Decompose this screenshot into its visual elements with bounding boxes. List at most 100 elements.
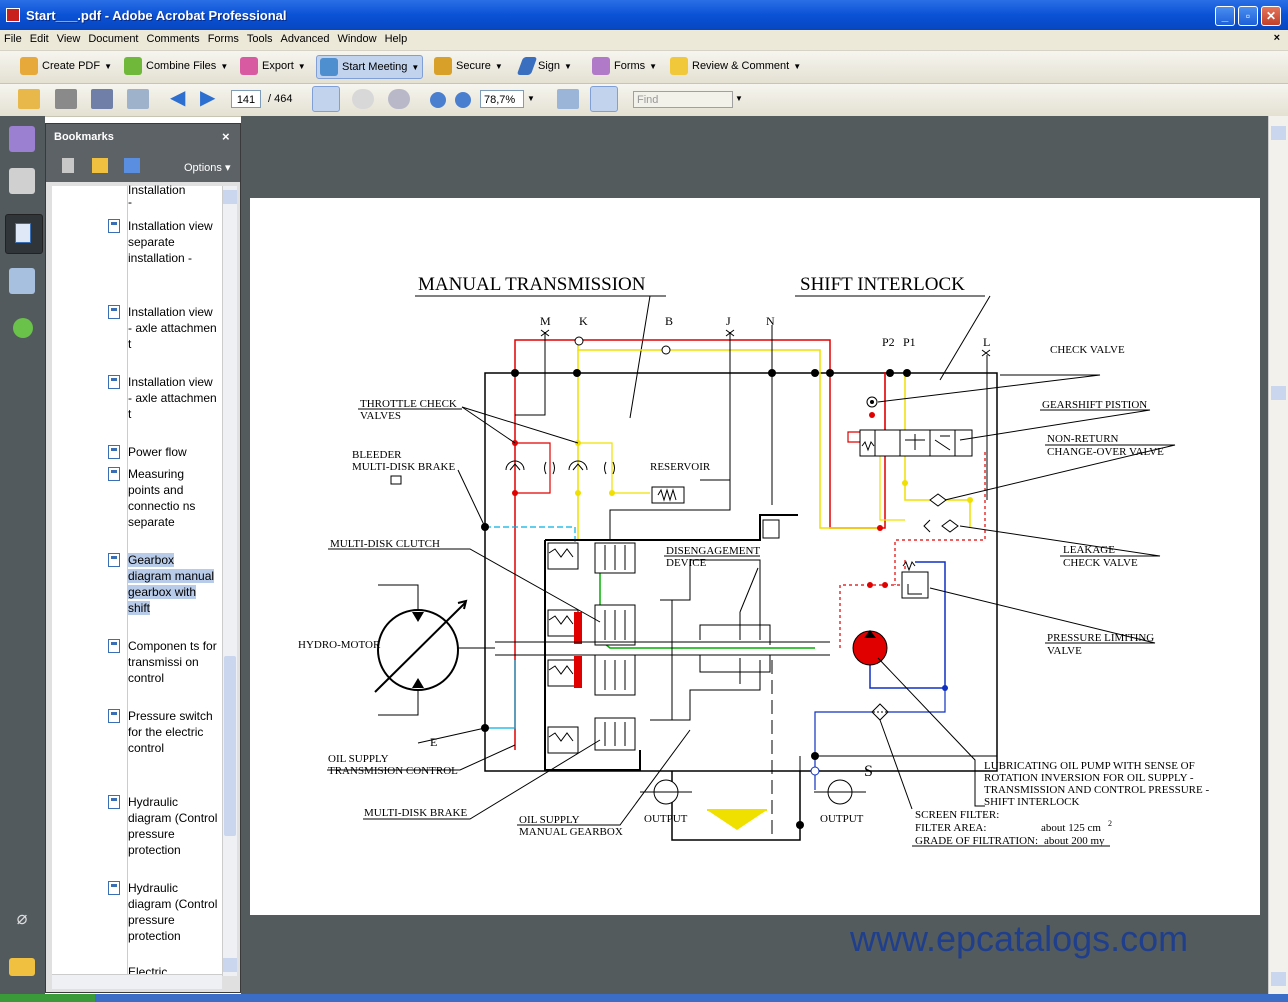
comments-icon[interactable]	[9, 958, 35, 976]
menu-comments[interactable]: Comments	[146, 33, 200, 45]
bookmark-item[interactable]: Hydraulic diagram (Control pressure prot…	[108, 794, 218, 858]
bookmark-item[interactable]: Measuring points and connectio ns separa…	[108, 466, 218, 530]
fit-page-icon[interactable]	[590, 86, 618, 112]
zoom-out-icon[interactable]	[430, 92, 446, 108]
zoom-dropdown-icon[interactable]: ▼	[527, 94, 535, 103]
scroll-thumb[interactable]	[224, 656, 236, 836]
svg-text:about 125 cm: about 125 cm	[1041, 822, 1101, 834]
menu-forms[interactable]: Forms	[207, 33, 239, 45]
delete-bookmark-icon[interactable]	[62, 158, 74, 173]
print-icon[interactable]	[55, 89, 77, 109]
fit-width-icon[interactable]	[557, 89, 579, 109]
combine-files-button[interactable]: Combine Files▼	[124, 55, 228, 77]
port-e-label: E	[430, 735, 437, 749]
bookmarks-scrollbar[interactable]	[222, 186, 237, 976]
pages-icon[interactable]	[9, 126, 35, 152]
save-icon[interactable]	[91, 89, 113, 109]
svg-text:VALVE: VALVE	[1047, 645, 1082, 657]
bookmark-item[interactable]: Installation	[128, 183, 186, 194]
zoom-in-icon[interactable]	[455, 92, 471, 108]
close-panel-icon[interactable]: ×	[222, 129, 230, 144]
help-icon[interactable]	[13, 318, 33, 338]
bookmark-item[interactable]: -	[128, 195, 132, 209]
select-tool-icon[interactable]	[312, 86, 340, 112]
combine-files-icon	[124, 57, 142, 75]
sign-button[interactable]: Sign▼	[516, 55, 572, 77]
open-folder-icon[interactable]	[18, 89, 40, 109]
svg-text:about 200 my: about 200 my	[1044, 835, 1105, 847]
oil-supply-control-label: OIL SUPPLY	[328, 753, 389, 765]
document-scrollbar[interactable]	[1268, 116, 1288, 994]
zoom-tool-icon[interactable]	[388, 89, 410, 109]
menu-edit[interactable]: Edit	[29, 33, 49, 45]
export-button[interactable]: Export▼	[240, 55, 306, 77]
port-j-label: J	[726, 314, 731, 328]
disengagement-label: DISENGAGEMENT	[666, 545, 760, 557]
bookmark-item[interactable]: Hydraulic diagram (Control pressure prot…	[108, 880, 218, 944]
menu-view[interactable]: View	[56, 33, 81, 45]
secure-button[interactable]: Secure▼	[434, 55, 503, 77]
menu-advanced[interactable]: Advanced	[280, 33, 330, 45]
scroll-thumb[interactable]	[1271, 386, 1286, 400]
maximize-button[interactable]: ▫	[1238, 6, 1258, 26]
review-comment-button[interactable]: Review & Comment▼	[670, 55, 801, 77]
svg-text:MULTI-DISK BRAKE: MULTI-DISK BRAKE	[352, 461, 455, 473]
attachments-icon[interactable]: ⌀	[16, 908, 28, 928]
close-button[interactable]: ✕	[1261, 6, 1281, 26]
scroll-up-icon[interactable]	[223, 190, 237, 204]
svg-text:GRADE OF FILTRATION:: GRADE OF FILTRATION:	[915, 835, 1038, 847]
forms-icon	[592, 57, 610, 75]
svg-text:CHECK VALVE: CHECK VALVE	[1063, 557, 1138, 569]
forms-button[interactable]: Forms▼	[592, 55, 657, 77]
bookmark-item[interactable]: Power flow	[108, 444, 218, 460]
signatures-icon[interactable]	[9, 268, 35, 294]
page-number-input[interactable]: 141	[231, 90, 261, 108]
window-title: Start___.pdf - Adobe Acrobat Professiona…	[26, 8, 287, 23]
expand-bookmark-icon[interactable]	[124, 158, 140, 173]
minimize-button[interactable]: _	[1215, 6, 1235, 26]
options-menu[interactable]: Options ▾	[184, 162, 231, 174]
bookmark-item[interactable]: Componen ts for transmissi on control	[108, 638, 218, 686]
output-left-label: OUTPUT	[644, 813, 688, 825]
port-n-label: N	[766, 314, 775, 328]
email-icon[interactable]	[127, 89, 149, 109]
close-document-icon[interactable]: ×	[1273, 32, 1280, 44]
menu-help[interactable]: Help	[384, 33, 408, 45]
bookmark-item[interactable]: Installation view - axle attachmen t	[108, 304, 218, 352]
previous-page-icon[interactable]: ◀	[170, 87, 186, 109]
scroll-down-icon[interactable]	[1271, 972, 1286, 986]
scroll-up-icon[interactable]	[1271, 126, 1286, 140]
svg-text:TRANSMISION CONTROL: TRANSMISION CONTROL	[328, 765, 458, 777]
menu-document[interactable]: Document	[88, 33, 139, 45]
document-icon[interactable]	[9, 168, 35, 194]
menu-file[interactable]: File	[4, 33, 22, 45]
create-pdf-icon	[20, 57, 38, 75]
find-input[interactable]: Find	[633, 91, 733, 108]
bookmark-item[interactable]: Installation view separate installation …	[108, 218, 218, 266]
hand-tool-icon[interactable]	[352, 89, 374, 109]
svg-text:MANUAL GEARBOX: MANUAL GEARBOX	[519, 826, 623, 838]
create-pdf-button[interactable]: Create PDF▼	[20, 55, 112, 77]
bookmark-icon	[108, 639, 120, 653]
start-meeting-button[interactable]: Start Meeting▼	[316, 55, 424, 79]
bookmark-item-selected[interactable]: Gearbox diagram manual gearbox with shif…	[108, 552, 218, 616]
bookmark-item[interactable]: Electric	[128, 964, 218, 974]
menu-tools[interactable]: Tools	[246, 33, 273, 45]
bookmark-item[interactable]: Installation view - axle attachmen t	[108, 374, 218, 422]
bookmarks-hscrollbar[interactable]	[52, 974, 222, 989]
bookmarks-title: Bookmarks	[54, 131, 114, 143]
menu-window[interactable]: Window	[337, 33, 377, 45]
port-s-label: S	[864, 763, 873, 780]
scroll-down-icon[interactable]	[223, 958, 237, 972]
bookmark-icon	[108, 467, 120, 481]
bookmark-icon	[108, 305, 120, 319]
new-bookmark-icon[interactable]	[92, 158, 108, 173]
zoom-level-field[interactable]: 78,7%	[480, 90, 524, 108]
find-dropdown-icon[interactable]: ▼	[735, 94, 743, 103]
bookmarks-tab-icon[interactable]	[5, 214, 43, 254]
lubricating-pump-label: LUBRICATING OIL PUMP WITH SENSE OF	[984, 760, 1195, 772]
next-page-icon[interactable]: ▶	[200, 87, 216, 109]
gearshift-label: GEARSHIFT PISTION	[1042, 399, 1147, 411]
bookmark-item[interactable]: Pressure switch for the electric control	[108, 708, 218, 756]
port-p1-label: P1	[903, 335, 916, 349]
